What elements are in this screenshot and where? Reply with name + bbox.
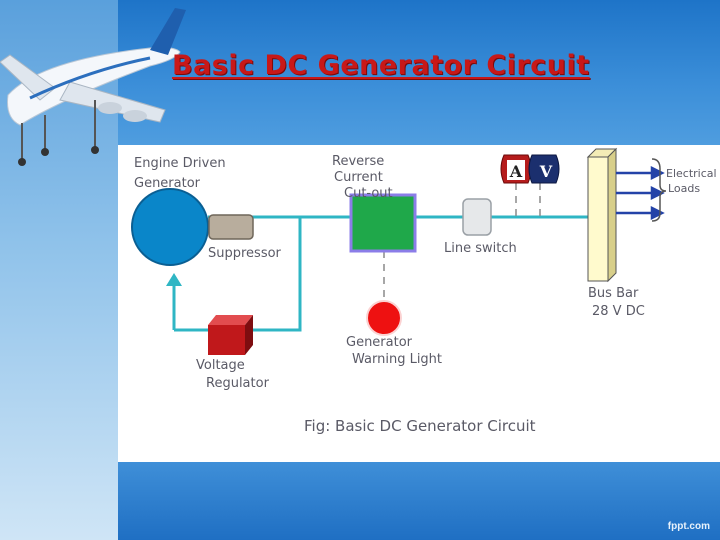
ammeter-icon: A <box>500 154 532 184</box>
label-regulator: Regulator <box>206 376 270 391</box>
label-loads: Loads <box>668 182 700 195</box>
voltage-regulator-icon <box>208 315 253 355</box>
label-bus-voltage: 28 V DC <box>592 304 645 319</box>
label-voltage: Voltage <box>196 358 245 373</box>
ammeter-label: A <box>509 162 523 181</box>
bus-bar-icon <box>586 147 618 283</box>
load-arrows <box>616 165 665 221</box>
label-line-switch: Line switch <box>444 241 517 256</box>
airplane-icon <box>0 8 186 166</box>
label-warning-light: Warning Light <box>352 352 442 367</box>
brand-watermark: fppt.com <box>667 521 710 532</box>
label-reverse: Reverse <box>332 154 384 169</box>
slide-title: Basic DC Generator Circuit <box>172 50 590 81</box>
voltmeter-icon: V <box>528 154 560 184</box>
cut-out-icon <box>349 193 417 253</box>
label-current: Current <box>334 170 383 185</box>
figure-caption: Fig: Basic DC Generator Circuit <box>304 417 536 435</box>
engine-generator-icon <box>131 188 209 266</box>
label-engine-driven: Engine Driven <box>134 156 226 171</box>
diagram-paper <box>118 145 720 462</box>
label-suppressor: Suppressor <box>208 246 282 261</box>
label-generator: Generator <box>134 176 201 191</box>
diagram-labels: Engine Driven Generator Reverse Current … <box>134 154 717 435</box>
label-cut-out: Cut-out <box>344 186 393 201</box>
top-blue-band <box>118 0 720 145</box>
label-bus-bar: Bus Bar <box>588 286 639 301</box>
bottom-blue-band <box>118 462 720 540</box>
loads-brace-icon <box>651 158 667 222</box>
voltmeter-label: V <box>539 162 553 181</box>
warning-light-icon <box>366 300 402 336</box>
label-electrical: Electrical <box>666 167 717 180</box>
generator-circuit-diagram: A V Engine Driven Generator Reverse Curr… <box>118 145 720 462</box>
suppressor-icon <box>208 214 254 240</box>
line-switch-icon <box>462 198 492 236</box>
label-generator-warning: Generator <box>346 335 413 350</box>
dashed-links <box>383 183 541 300</box>
regulator-arrow-icon <box>166 273 182 286</box>
